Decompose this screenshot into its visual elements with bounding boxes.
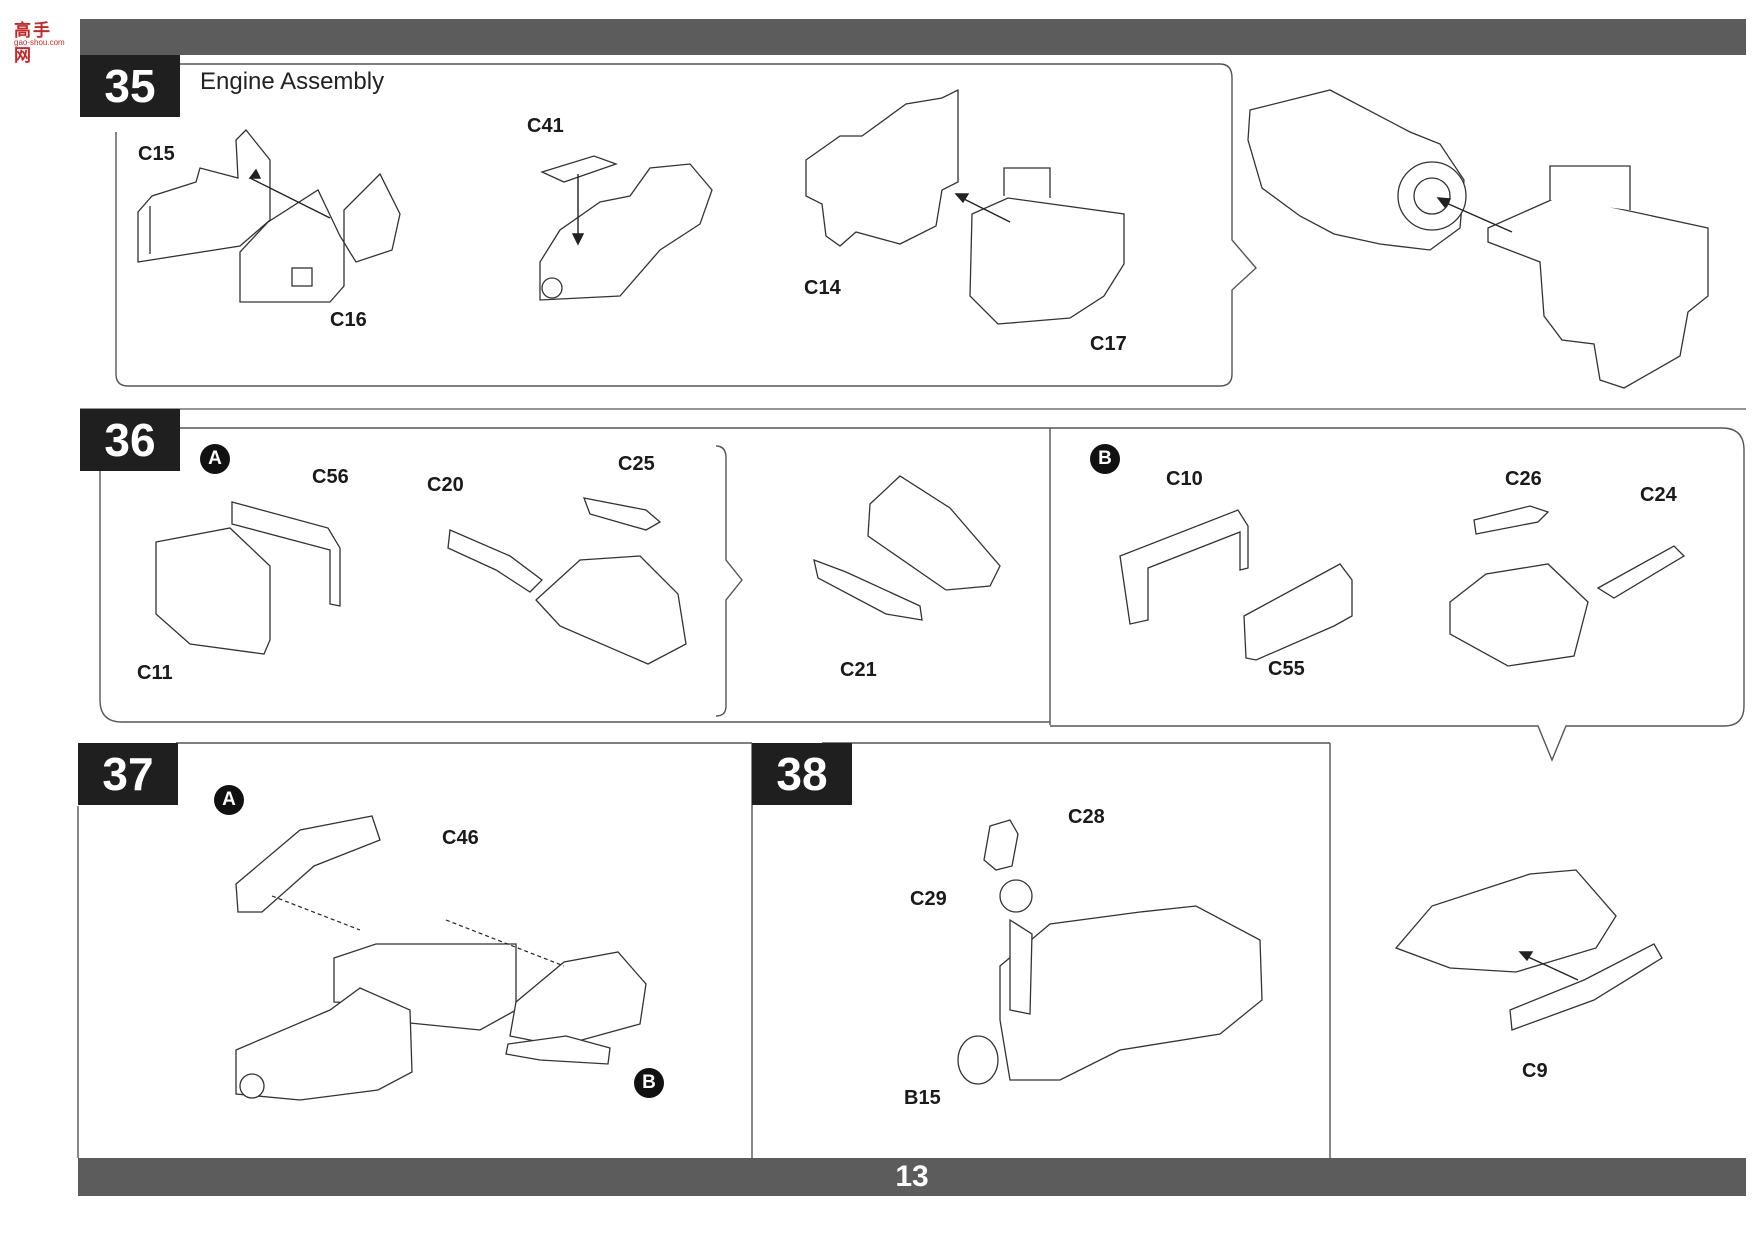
- label-c15: C15: [138, 143, 175, 165]
- c41-part: [539, 163, 713, 301]
- c26-part: [1473, 505, 1550, 535]
- c9-assembly: [1394, 869, 1617, 973]
- label-c41: C41: [527, 115, 564, 137]
- step-36-subframe: [715, 445, 743, 717]
- engine-block-35: [1487, 195, 1709, 389]
- c11-part: [155, 527, 271, 655]
- c16-part: [239, 172, 401, 303]
- c56-part: [231, 501, 341, 607]
- logo-subtext: gao-shou.com: [14, 38, 65, 47]
- label-c55: C55: [1268, 658, 1305, 680]
- step-36-frame: [99, 427, 1745, 762]
- bottom-footer-bar: 13: [78, 1158, 1746, 1196]
- label-c11: C11: [137, 662, 173, 684]
- manifold-37: [509, 951, 647, 1047]
- manifold-36: [535, 555, 687, 665]
- label-c10: C10: [1166, 468, 1203, 490]
- label-c16: C16: [330, 309, 367, 331]
- b15-part: [957, 1035, 999, 1085]
- step-36-badge: 36: [80, 409, 180, 471]
- c46-part: [235, 815, 381, 913]
- label-c29: C29: [910, 888, 947, 910]
- step-35-frame: [115, 63, 1257, 387]
- label-c17: C17: [1090, 333, 1127, 355]
- label-c46: C46: [442, 827, 479, 849]
- manifold-b-36: [1449, 563, 1589, 667]
- step-38-badge: 38: [752, 743, 852, 805]
- page-number: 13: [895, 1160, 929, 1193]
- logo-text: 高手网: [14, 21, 52, 65]
- c14-part: [805, 88, 959, 247]
- label-c9: C9: [1522, 1060, 1548, 1082]
- label-c56: C56: [312, 466, 349, 488]
- c10-part: [1119, 509, 1249, 625]
- c21-assembly-36: [867, 475, 1001, 591]
- c25-part: [582, 497, 662, 531]
- label-c26: C26: [1505, 468, 1542, 490]
- c24-part: [1596, 545, 1686, 599]
- step-35-badge: 35: [80, 55, 180, 117]
- marker-a-36: A: [200, 444, 230, 474]
- label-c14: C14: [804, 277, 841, 299]
- step-37-badge: 37: [78, 743, 178, 805]
- site-logo: 高手网 gao-shou.com: [6, 8, 70, 65]
- exhaust-37: [505, 1035, 611, 1065]
- label-c20: C20: [427, 474, 464, 496]
- step-35-title: Engine Assembly: [200, 68, 385, 95]
- marker-a-37: A: [214, 785, 244, 815]
- label-b15: B15: [904, 1087, 941, 1109]
- c17-part: [969, 197, 1125, 325]
- top-header-bar: [80, 19, 1746, 55]
- c15-part: [137, 129, 271, 263]
- marker-b-37: B: [634, 1068, 664, 1098]
- c55-part: [1243, 563, 1353, 661]
- label-c25: C25: [618, 453, 655, 475]
- marker-b-36: B: [1090, 444, 1120, 474]
- label-c21: C21: [840, 659, 877, 681]
- label-c24: C24: [1640, 484, 1677, 506]
- c21-part: [813, 558, 923, 621]
- c29-part: [999, 879, 1033, 913]
- c20-part: [447, 529, 543, 593]
- engine-assembled-38: [999, 905, 1263, 1081]
- label-c28: C28: [1068, 806, 1105, 828]
- c9-part: [1509, 943, 1663, 1031]
- c28-part: [983, 819, 1019, 871]
